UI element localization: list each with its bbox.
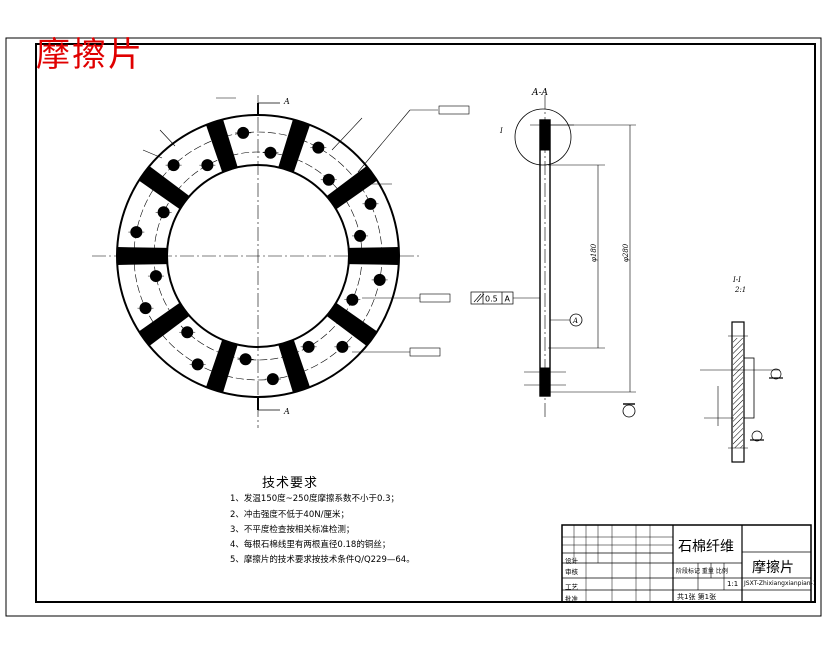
title-block	[561, 524, 812, 603]
detail-callout-label: I	[499, 127, 503, 135]
svg-text:A: A	[572, 317, 578, 325]
title-block-scale: 1:1	[727, 580, 739, 588]
title-block-material: 石棉纤维	[678, 539, 734, 555]
segment-gap	[138, 302, 190, 347]
svg-text:0.5: 0.5	[485, 295, 498, 304]
inner-diameter-dimension: φ180	[590, 243, 598, 262]
svg-text:A: A	[283, 97, 290, 106]
title-block-designer: 设计	[565, 557, 578, 565]
detail-view-i	[700, 321, 783, 463]
tech-requirement-4: 4、每根石棉线里有两根直径0.18的铜丝；	[230, 540, 391, 550]
detail-i-label: I-I	[732, 276, 741, 284]
segment-gap	[138, 165, 190, 210]
tech-requirement-3: 3、不平度检查按相关标准检测；	[230, 525, 355, 535]
outer-diameter-dimension: φ280	[622, 243, 630, 262]
segment-gap	[205, 118, 238, 173]
title-block-process: 工艺	[565, 583, 578, 591]
tech-requirements-heading: 技术要求	[262, 476, 319, 491]
tech-requirement-5: 5、摩擦片的技术要求按技术条件Q/Q229—64。	[230, 555, 415, 565]
title-block-part-name: 摩擦片	[752, 560, 794, 576]
segment-gap	[205, 339, 238, 394]
section-view-aa	[512, 95, 636, 418]
segment-gap	[116, 247, 168, 265]
svg-text:A: A	[283, 407, 290, 416]
svg-text:A: A	[505, 295, 511, 304]
section-aa-label: A-A	[531, 88, 549, 98]
segment-gap	[348, 247, 400, 265]
tech-requirement-1: 1、发温150度~250度摩擦系数不小于0.3；	[230, 494, 399, 504]
flatness-tolerance-frame: 0.5 A	[470, 291, 514, 305]
outer-frame	[5, 37, 822, 617]
segment-gap	[326, 302, 378, 347]
title-block-sheet-info: 共1张 第1张	[677, 593, 717, 601]
segment-gap	[326, 165, 378, 210]
title-block-drawing-no: JSXT-Zhixiangxianpian-1	[744, 580, 817, 587]
detail-callout-circle	[514, 108, 572, 166]
title-block-stage: 阶段标记 重量 比例	[676, 568, 728, 575]
segment-gap	[278, 118, 311, 173]
title-block-approve: 批准	[565, 595, 578, 603]
inner-frame	[35, 43, 816, 603]
detail-scale-label: 2:1	[734, 286, 746, 294]
tech-requirement-2: 2、冲击强度不低于40N/厘米；	[230, 510, 349, 520]
drawing-title: 摩擦片	[36, 35, 144, 75]
title-block-checker: 审核	[565, 568, 578, 576]
segment-gap	[278, 339, 311, 394]
front-view-disc	[92, 95, 438, 428]
